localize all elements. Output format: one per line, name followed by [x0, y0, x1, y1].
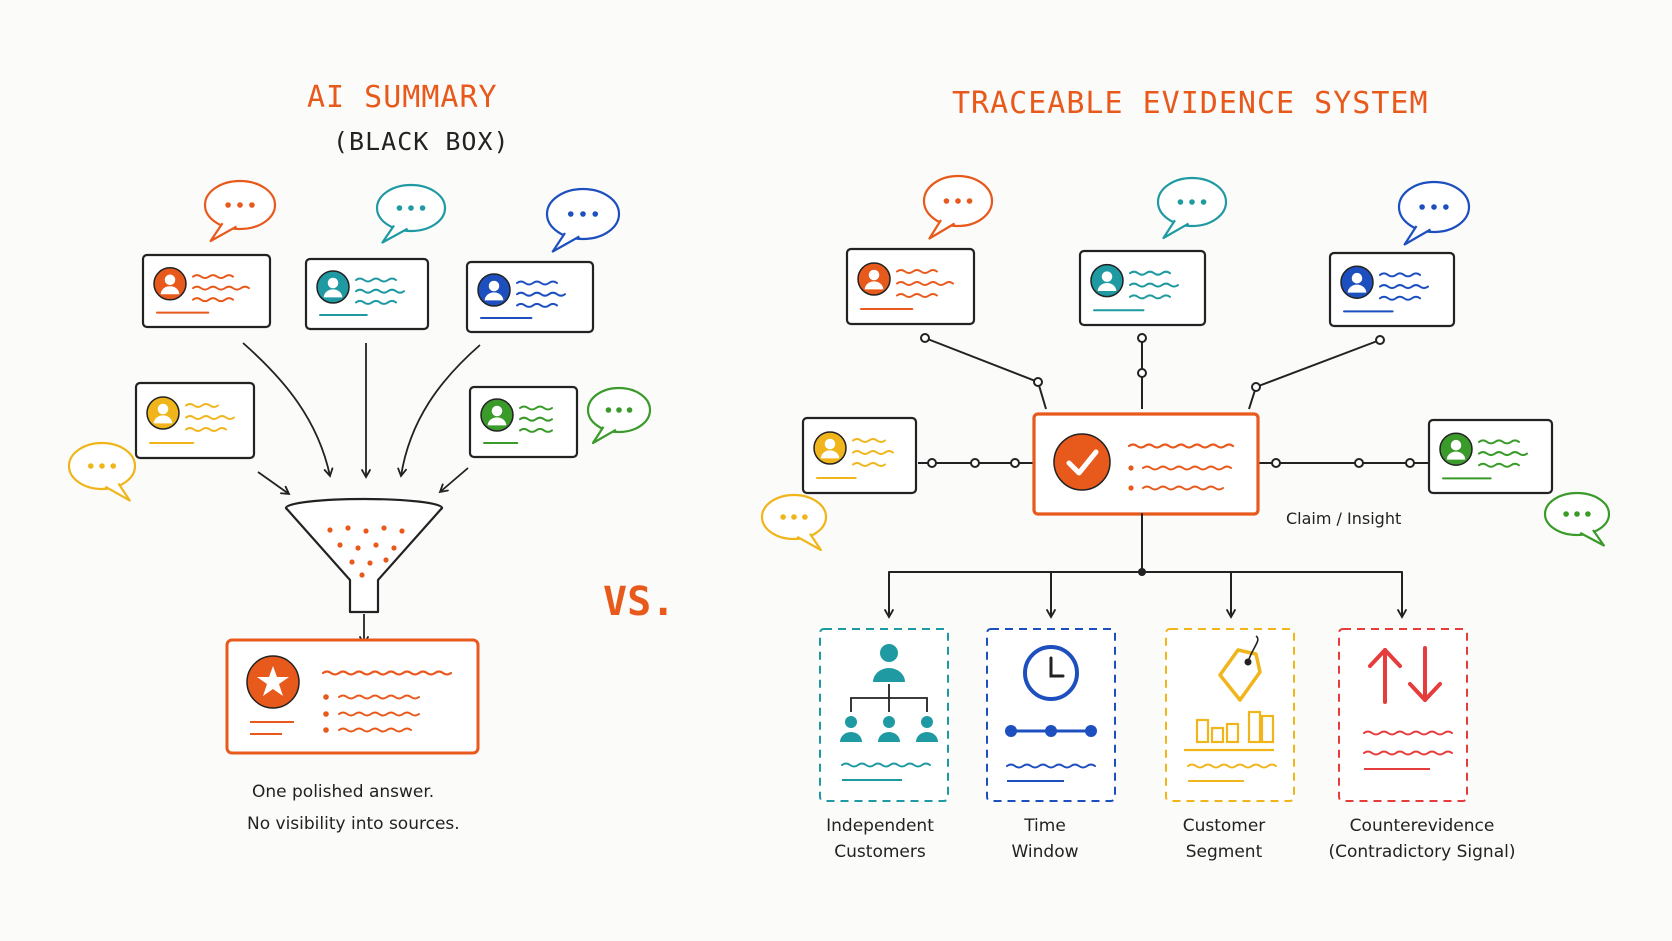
category-label-line1: Counterevidence [1349, 816, 1495, 836]
source-card-blue [1328, 251, 1456, 328]
connector-node [1251, 382, 1261, 392]
category-label-line2: (Contradictory Signal) [1328, 842, 1516, 862]
vs-label: VS. [603, 579, 676, 625]
person-icon [153, 267, 187, 301]
connector-node [1354, 458, 1364, 468]
category-label-line1: Customer [1182, 816, 1266, 836]
right-title: TRACEABLE EVIDENCE SYSTEM [952, 86, 1429, 121]
chat-bubble-icon [203, 179, 277, 243]
chat-bubble-icon [1543, 491, 1611, 547]
person-icon [1340, 265, 1374, 299]
person-icon [1439, 432, 1473, 466]
clock-icon [1023, 645, 1079, 701]
chat-bubble-icon [545, 187, 621, 253]
source-card-teal [304, 257, 430, 331]
connector-node [1271, 458, 1281, 468]
arrow-to-funnel [438, 467, 469, 494]
diagram-drawing [67, 174, 1611, 802]
source-card-yellow [801, 416, 918, 495]
connector-node [970, 458, 980, 468]
claim-label: Claim / Insight [1286, 509, 1402, 528]
person-icon [1090, 263, 1124, 298]
left-title: AI SUMMARY [307, 80, 498, 115]
source-card-green [468, 385, 579, 459]
connector-node [1010, 458, 1020, 468]
chat-bubble-icon [1397, 180, 1471, 246]
chat-bubble-icon [922, 174, 994, 240]
left-subtitle: (BLACK BOX) [333, 127, 510, 156]
star-icon [257, 666, 289, 696]
connector-line [924, 337, 1047, 410]
source-card-orange [141, 253, 272, 329]
answer-card [225, 638, 480, 755]
claim-card [1032, 412, 1260, 516]
person-icon [477, 273, 511, 307]
arrow-to-funnel [397, 344, 481, 478]
category-label-time: Time Window [975, 813, 1115, 865]
connector-node [927, 458, 937, 468]
left-caption-line1: One polished answer. [252, 782, 435, 802]
category-box-segment [1165, 628, 1295, 802]
chat-bubble-icon [760, 493, 828, 552]
person-icon [146, 396, 180, 430]
category-label-customers: Independent Customers [810, 813, 950, 865]
category-label-segment: Customer Segment [1154, 813, 1294, 865]
chat-bubble-icon [586, 386, 652, 445]
category-box-customers [819, 628, 949, 802]
person-icon [480, 398, 514, 432]
category-label-line1: Time [1024, 816, 1066, 836]
person-icon [857, 262, 891, 296]
source-card-green [1427, 418, 1554, 495]
connector-node [1405, 458, 1415, 468]
connector-node [1033, 377, 1043, 387]
arrow-to-funnel [242, 342, 334, 478]
connector-node [1375, 335, 1385, 345]
category-label-line2: Window [1011, 842, 1079, 862]
connector-node [1137, 368, 1147, 378]
arrows-up-down-icon [1368, 646, 1442, 704]
person-icon [813, 431, 847, 465]
price-tag-icon [1218, 635, 1262, 702]
category-label-counterevidence: Counterevidence (Contradictory Signal) [1322, 813, 1522, 865]
check-icon [1066, 449, 1099, 476]
source-card-teal [1078, 249, 1207, 327]
source-card-yellow [134, 381, 256, 460]
source-card-orange [845, 247, 976, 326]
category-box-time [986, 628, 1116, 802]
connector-node [920, 333, 930, 343]
left-caption-line2: No visibility into sources. [247, 814, 460, 834]
source-card-blue [465, 260, 595, 334]
hierarchy-icon [840, 644, 938, 742]
category-label-line2: Segment [1185, 842, 1263, 862]
chat-bubble-icon [67, 441, 137, 502]
funnel-icon [284, 497, 444, 614]
connector-node [1137, 333, 1147, 343]
category-label-line2: Customers [834, 842, 926, 862]
arrow-to-funnel [257, 471, 291, 496]
chat-bubble-icon [1156, 176, 1228, 240]
chat-bubble-icon [375, 183, 447, 244]
person-icon [316, 270, 350, 304]
category-label-line1: Independent [826, 816, 934, 836]
category-box-counterevidence [1338, 628, 1468, 802]
connector-line [1248, 339, 1381, 410]
